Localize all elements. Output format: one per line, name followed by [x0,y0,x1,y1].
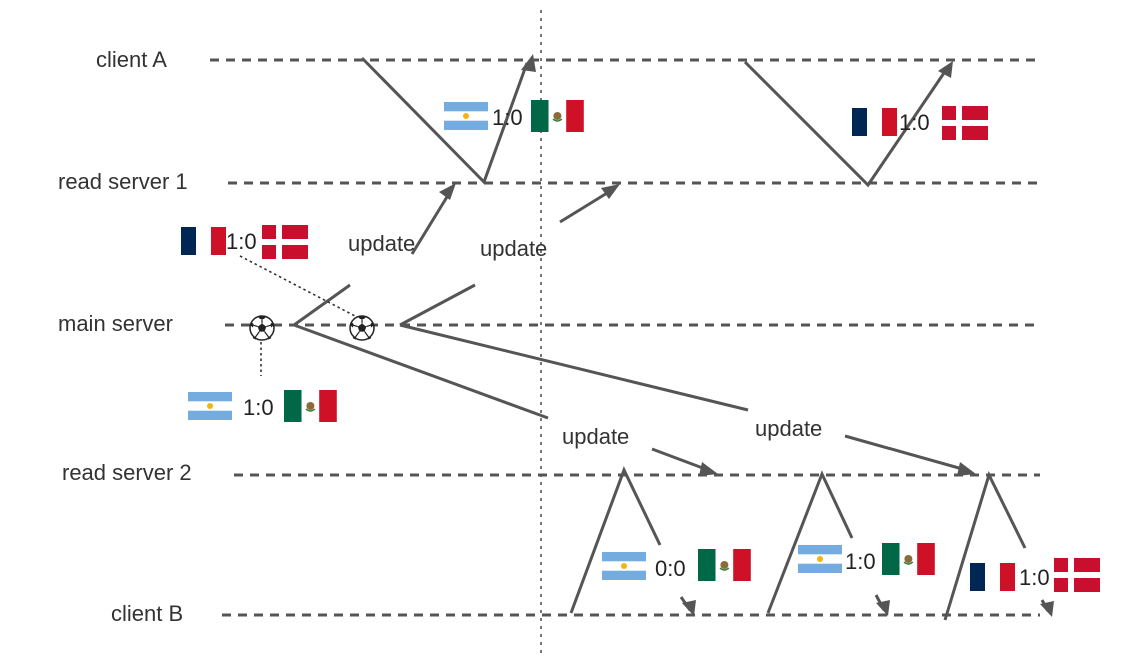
arrowhead-icon [601,184,620,199]
france-flag-icon [970,563,1015,591]
update-to-read-server-1-a-start [293,283,351,327]
denmark-flag-icon [1054,558,1100,592]
timeline-label-main-server: main server [58,311,173,336]
arrowhead-icon [699,462,718,476]
score-client-b-second: 1:0 [845,549,876,574]
timeline-label-client-b: client B [111,601,183,626]
argentina-flag-icon [188,392,232,420]
argentina-flag-icon [444,102,488,130]
score-main-fra-den: 1:0 [226,229,257,254]
timeline-label-read-server-1: read server 1 [58,169,188,194]
mexico-flag-icon [283,389,338,423]
annotation-leader-fra-den [239,255,356,317]
update-label: update [348,231,415,256]
score-client-a-arg-mex: 1:0 [492,105,523,130]
client-a-request-2 [743,60,948,188]
france-flag-icon [852,108,897,136]
arrowhead-icon [439,183,456,200]
arrowhead-icon [521,54,536,72]
update-label: update [480,236,547,261]
score-main-arg-mex: 1:0 [243,395,274,420]
arrowhead-icon [876,600,890,616]
denmark-flag-icon [942,106,988,140]
update-to-read-server-2-a-start [293,323,549,420]
arrowhead-icon [957,462,976,476]
client-b-request-2 [766,470,854,614]
denmark-flag-icon [262,225,308,259]
score-client-a-fra-den: 1:0 [899,110,930,135]
update-to-read-server-2-b-start [399,323,749,412]
update-to-read-server-2-a-end [651,447,709,472]
update-to-read-server-1-a-end [410,191,452,255]
soccer-ball-icon [349,315,375,341]
france-flag-icon [181,227,226,255]
mexico-flag-icon [530,99,585,133]
mexico-flag-icon [881,542,936,576]
timeline-label-read-server-2: read server 2 [62,460,192,485]
arrowhead-icon [938,61,953,78]
client-b-request-1 [569,466,662,614]
update-to-read-server-2-b-end [844,434,967,472]
mexico-flag-icon [697,548,752,582]
soccer-ball-icon [249,315,275,341]
argentina-flag-icon [798,545,842,573]
arrowhead-icon [682,600,696,616]
score-client-b-third: 1:0 [1019,565,1050,590]
arrowhead-icon [1040,601,1054,617]
update-label: update [562,424,629,449]
client-b-request-3 [943,470,1027,621]
argentina-flag-icon [602,552,646,580]
timeline-label-client-a: client A [96,47,167,72]
update-to-read-server-1-b-end [559,188,613,224]
update-to-read-server-1-b-start [399,283,476,327]
update-label: update [755,416,822,441]
score-client-b-first: 0:0 [655,556,686,581]
client-a-request-1 [360,56,529,185]
